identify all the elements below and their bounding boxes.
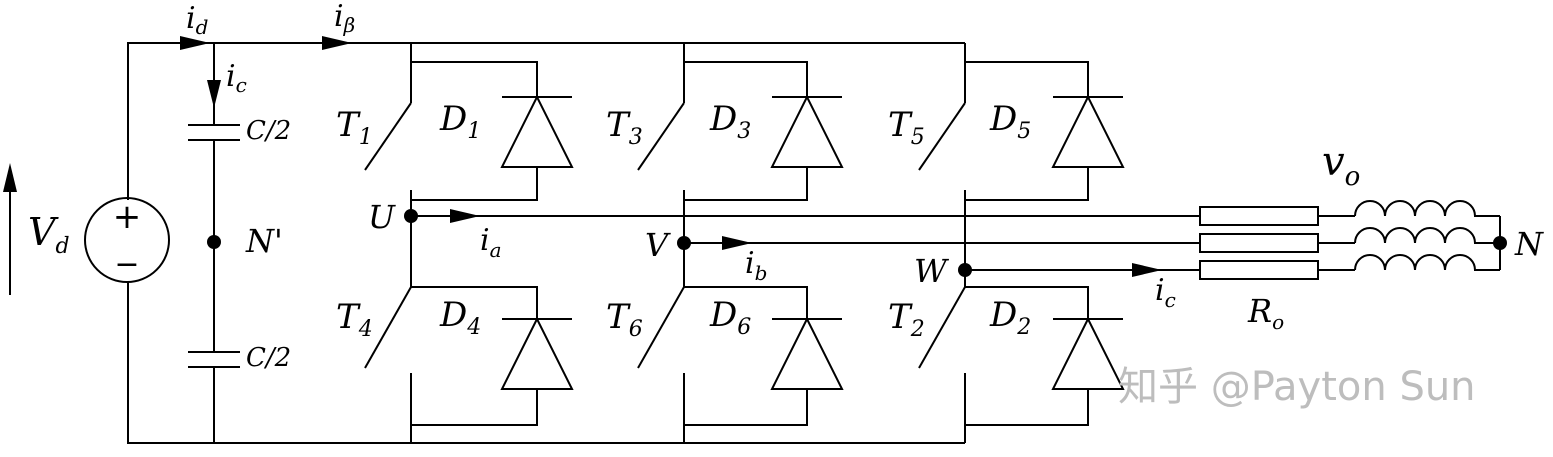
ia-label: ia <box>480 223 502 262</box>
switch-t4-label: T4 <box>336 297 373 342</box>
cap-top-label: C/2 <box>246 116 291 146</box>
load-inductors <box>1354 200 1507 271</box>
ic-load-arrow <box>1132 263 1162 277</box>
diode-d4-label: D4 <box>439 295 481 340</box>
phase-lines <box>404 209 1200 277</box>
diode-d3-label: D3 <box>709 99 751 144</box>
midpoint-node <box>207 235 221 249</box>
node-n-label: N <box>1514 225 1544 263</box>
cap-bottom-label: C/2 <box>246 343 291 373</box>
id-arrow <box>180 36 210 50</box>
switch-t2-label: T2 <box>888 297 925 342</box>
source-plus: + <box>113 197 142 237</box>
node-u <box>404 209 418 223</box>
diode-d6-label: D6 <box>709 295 751 340</box>
switch-t5-label: T5 <box>888 105 925 150</box>
ib-label: ib <box>745 246 767 285</box>
diode-d2-label: D2 <box>989 295 1031 340</box>
ibeta-arrow <box>322 36 352 50</box>
ib-arrow <box>722 236 752 250</box>
load-resistors <box>1199 206 1355 280</box>
ro-label: Ro <box>1247 292 1284 334</box>
node-w-label: W <box>914 252 950 290</box>
midpoint-label: N' <box>245 222 283 260</box>
ic-cap-label: ic <box>226 59 247 97</box>
source-minus: − <box>114 247 139 282</box>
node-v <box>677 236 691 250</box>
diode-d1-label: D1 <box>439 99 481 144</box>
switch-t3-label: T3 <box>606 105 643 150</box>
switch-t6-label: T6 <box>606 297 643 342</box>
watermark: 知乎 @Payton Sun <box>1118 364 1476 410</box>
id-label: id <box>186 1 208 39</box>
leg-v <box>637 43 844 443</box>
vo-label: vo <box>1322 139 1360 192</box>
node-w <box>958 263 972 277</box>
dc-source: + − Vd <box>3 42 965 444</box>
node-v-label: V <box>645 226 671 264</box>
ic-load-label: ic <box>1155 273 1176 312</box>
ia-arrow <box>450 209 480 223</box>
node-u-label: U <box>368 198 396 236</box>
leg-w <box>918 43 1125 443</box>
ic-cap-arrow <box>207 80 221 108</box>
ibeta-label: iβ <box>334 0 355 37</box>
switch-t1-label: T1 <box>336 105 373 150</box>
node-n <box>1493 236 1507 250</box>
source-voltage-label: Vd <box>28 210 70 259</box>
diode-d5-label: D5 <box>989 99 1031 144</box>
voltage-arrow-head <box>3 163 17 192</box>
leg-u <box>364 43 574 443</box>
capacitor-branch: ic C/2 C/2 N' <box>188 43 291 443</box>
